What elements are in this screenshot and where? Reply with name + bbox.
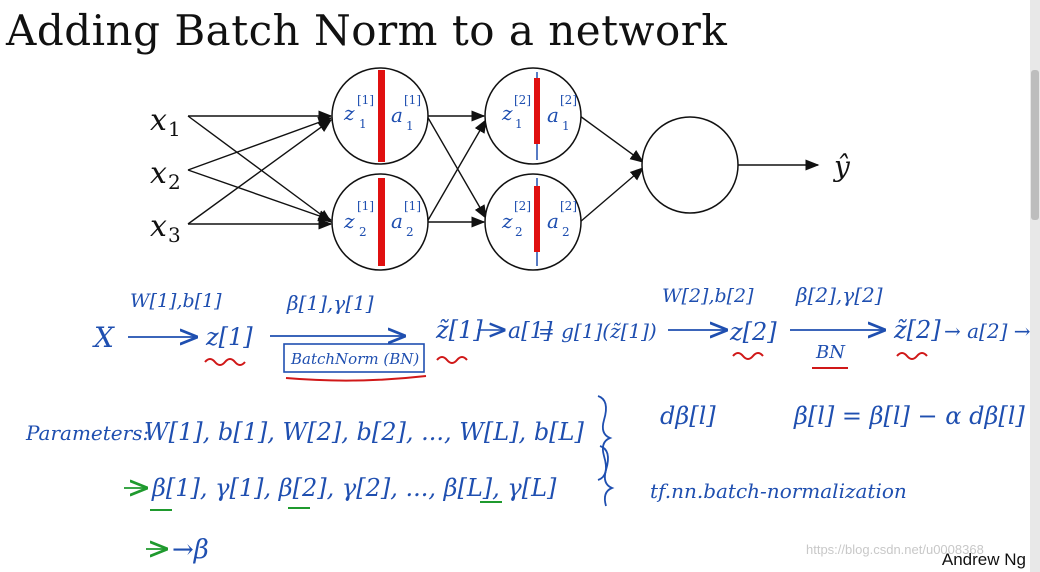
- params-brace-bottom: [599, 445, 615, 507]
- svg-text:a: a: [547, 209, 559, 233]
- input-x3: x 3: [150, 209, 181, 247]
- scrollbar-thumb[interactable]: [1031, 70, 1039, 220]
- layer2-node-2: z [2] 2 a [2] 2: [484, 173, 582, 271]
- input-x1: x 1: [150, 103, 181, 141]
- params-row2: β[1], γ[1], β[2], γ[2], ..., β[L], γ[L]: [151, 474, 557, 502]
- batchnorm-bar: [378, 70, 385, 162]
- edges-layer2-output: [579, 115, 820, 223]
- svg-text:z: z: [501, 209, 513, 233]
- svg-text:a: a: [391, 209, 403, 233]
- eq-x: X: [92, 321, 115, 354]
- svg-text:2: 2: [515, 225, 523, 239]
- eq-batchnorm-label: BatchNorm (BN): [290, 350, 419, 368]
- eq-w2b2: W[2],b[2]: [662, 285, 754, 307]
- layer2-node-1: z [2] 1 a [2] 1: [484, 67, 582, 165]
- eq-z2: z[2]: [729, 318, 777, 346]
- layer1-node-1: z [1] 1 a [1] 1: [331, 67, 429, 165]
- svg-text:[1]: [1]: [404, 93, 421, 107]
- svg-text:1: 1: [359, 117, 367, 131]
- eq-a2: → a[2] →...: [944, 319, 1040, 343]
- eq-bn: BN: [815, 342, 846, 363]
- svg-text:z: z: [343, 209, 355, 233]
- params-arrow-beta: →β: [172, 535, 209, 565]
- svg-text:[1]: [1]: [357, 93, 374, 107]
- eq-beta-gamma1: β[1],γ[1]: [286, 291, 374, 315]
- slide-title: Adding Batch Norm to a network: [6, 6, 728, 55]
- author-credit: Andrew Ng: [941, 550, 1026, 569]
- eq-ztilde1: z̃[1]: [435, 316, 483, 344]
- svg-text:[2]: [2]: [514, 93, 531, 107]
- input-x1-sub: 1: [168, 117, 181, 141]
- watermark: https://blog.csdn.net/u0008368: [806, 542, 984, 557]
- eq-beta-gamma2: β[2],γ[2]: [795, 283, 883, 307]
- params-update: β[l] = β[l] − α dβ[l]: [793, 402, 1025, 430]
- params-brace-top: [597, 395, 613, 481]
- svg-text:1: 1: [406, 119, 414, 133]
- eq-g1: = g[1](z̃[1]): [538, 319, 657, 343]
- equation-row: X W[1],b[1] z[1] β[1],γ[1] BatchNorm (BN…: [92, 283, 1040, 382]
- svg-text:1: 1: [562, 119, 570, 133]
- green-underlines: [150, 501, 502, 511]
- params-label: Parameters:: [25, 421, 149, 445]
- layer1-node-2: z [1] 2 a [1] 2: [331, 173, 429, 271]
- eq-a1: a[1]: [508, 319, 553, 344]
- edges-layer1-layer2: [426, 110, 487, 228]
- input-x2: x 2: [150, 156, 181, 194]
- input-x2-label: x: [150, 156, 167, 191]
- input-x3-sub: 3: [168, 223, 181, 247]
- input-x2-sub: 2: [168, 170, 181, 194]
- svg-text:a: a: [547, 103, 559, 127]
- parameters-block: Parameters: W[1], b[1], W[2], b[2], ...,…: [25, 395, 1025, 565]
- red-underline: [204, 358, 246, 366]
- batchnorm-bar: [534, 78, 540, 144]
- svg-text:2: 2: [406, 225, 414, 239]
- svg-text:[2]: [2]: [514, 199, 531, 213]
- batchnorm-box: [283, 343, 425, 373]
- svg-text:z: z: [501, 101, 513, 125]
- edges-input-layer1: [187, 110, 333, 230]
- params-dbeta: dβ[l]: [660, 402, 716, 430]
- params-tf: tf.nn.batch-normalization: [650, 479, 907, 503]
- svg-text:2: 2: [562, 225, 570, 239]
- svg-text:[2]: [2]: [560, 93, 577, 107]
- batchnorm-bar: [378, 178, 385, 266]
- svg-text:[1]: [1]: [404, 199, 421, 213]
- output-yhat: ŷ: [832, 150, 851, 183]
- output-node: [641, 116, 739, 214]
- params-row1: W[1], b[1], W[2], b[2], ..., W[L], b[L]: [144, 418, 584, 446]
- eq-z1: z[1]: [205, 323, 253, 351]
- batchnorm-bar: [534, 186, 540, 252]
- svg-text:1: 1: [515, 117, 523, 131]
- svg-text:a: a: [391, 103, 403, 127]
- eq-w1b1: W[1],b[1]: [130, 290, 222, 312]
- input-x1-label: x: [150, 103, 167, 138]
- eq-ztilde2: z̃[2]: [893, 316, 941, 344]
- scrollbar[interactable]: [1030, 0, 1040, 572]
- svg-text:2: 2: [359, 225, 367, 239]
- svg-text:[2]: [2]: [560, 199, 577, 213]
- input-x3-label: x: [150, 209, 167, 244]
- svg-text:[1]: [1]: [357, 199, 374, 213]
- svg-text:z: z: [343, 101, 355, 125]
